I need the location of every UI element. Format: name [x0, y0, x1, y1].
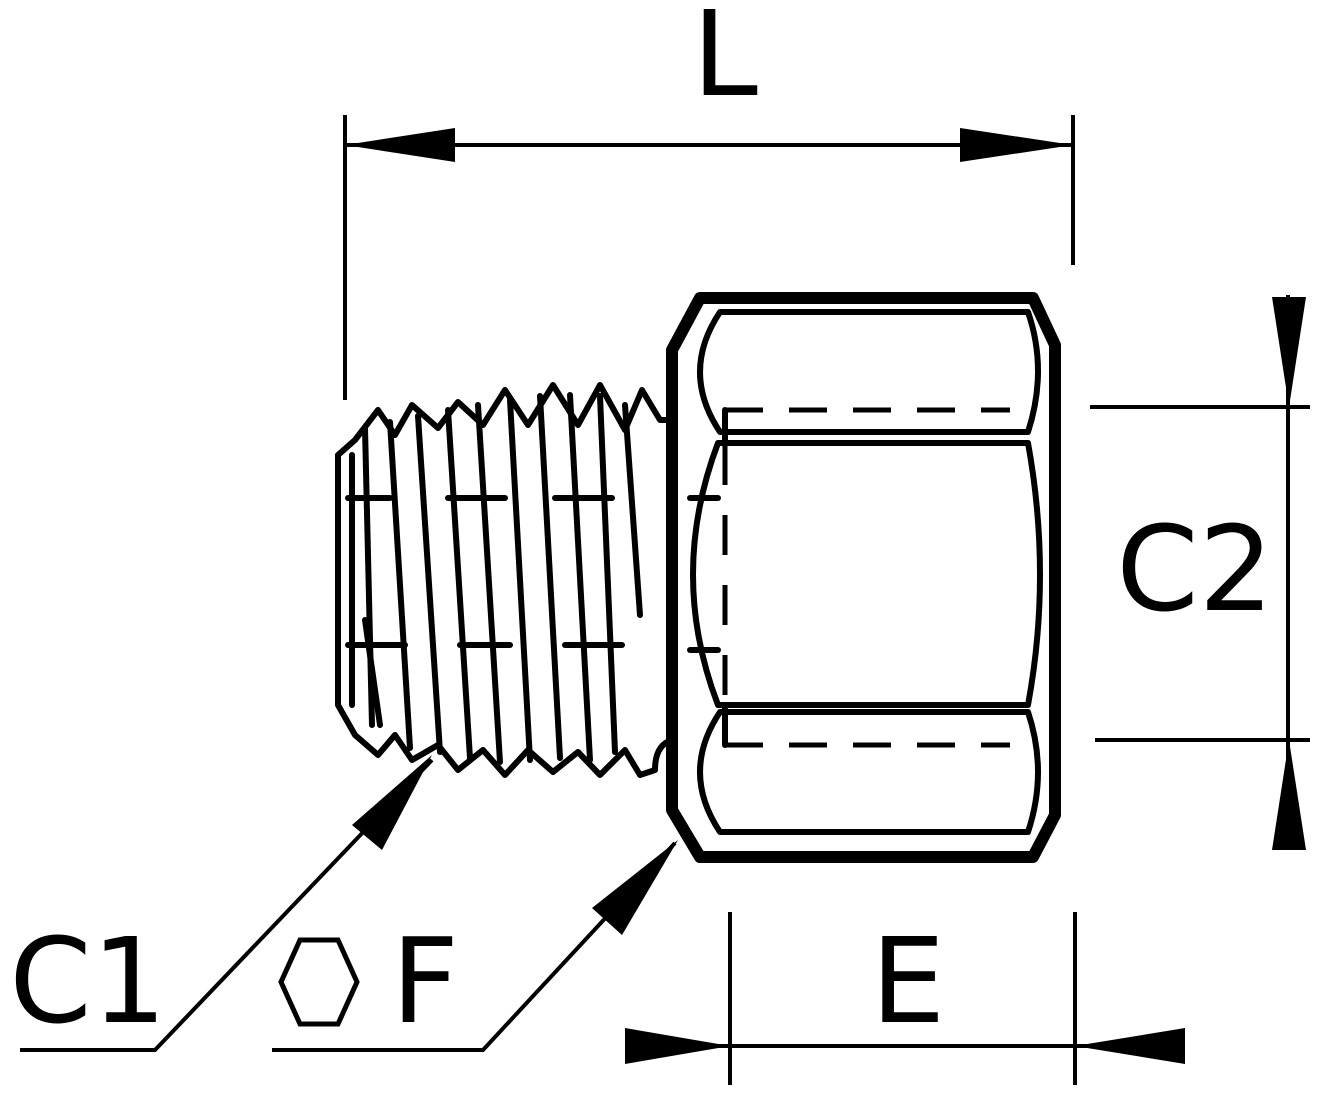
thread-line: [567, 392, 593, 763]
label-e: E: [871, 912, 946, 1050]
thread-line: [415, 413, 443, 755]
thread-line: [362, 617, 383, 728]
label-l: L: [692, 0, 758, 123]
label-c2: C2: [1116, 500, 1273, 638]
hex-flat-top: [697, 309, 1041, 435]
arrowhead-bottom: [1272, 740, 1306, 850]
thread-line: [507, 397, 533, 763]
thread-outline: [335, 382, 675, 778]
dimension-l: L: [343, 0, 1075, 400]
arrowhead-left: [345, 128, 455, 162]
hex-body: [666, 292, 1061, 863]
thread-line: [622, 402, 643, 618]
leader-arrow-c1: [352, 755, 432, 850]
thread-line: [475, 402, 503, 765]
hex-flat-middle: [690, 440, 1043, 708]
leader-line-c1: [20, 758, 434, 1052]
hex-outline: [666, 292, 1061, 863]
dimension-c2: C2: [1090, 295, 1310, 850]
label-f: F: [391, 912, 459, 1050]
leader-line-f: [272, 841, 677, 1052]
arrowhead-right: [1075, 1028, 1185, 1064]
arrowhead-top: [1272, 297, 1306, 407]
hex-flat-bottom: [697, 709, 1041, 835]
thread-line: [445, 407, 473, 761]
thread-line: [597, 393, 618, 755]
leader-c1: C1: [9, 755, 434, 1052]
thread-line: [537, 393, 563, 761]
arrowhead-left: [625, 1028, 730, 1064]
thread-line: [387, 419, 413, 751]
arrowhead-right: [960, 128, 1073, 162]
leader-arrow-f: [592, 840, 678, 935]
dimension-e: E: [625, 912, 1185, 1085]
threaded-end: [335, 382, 675, 778]
label-c1: C1: [9, 912, 166, 1050]
hexagon-icon: [278, 937, 360, 1027]
leader-hex-f: F: [272, 840, 678, 1052]
